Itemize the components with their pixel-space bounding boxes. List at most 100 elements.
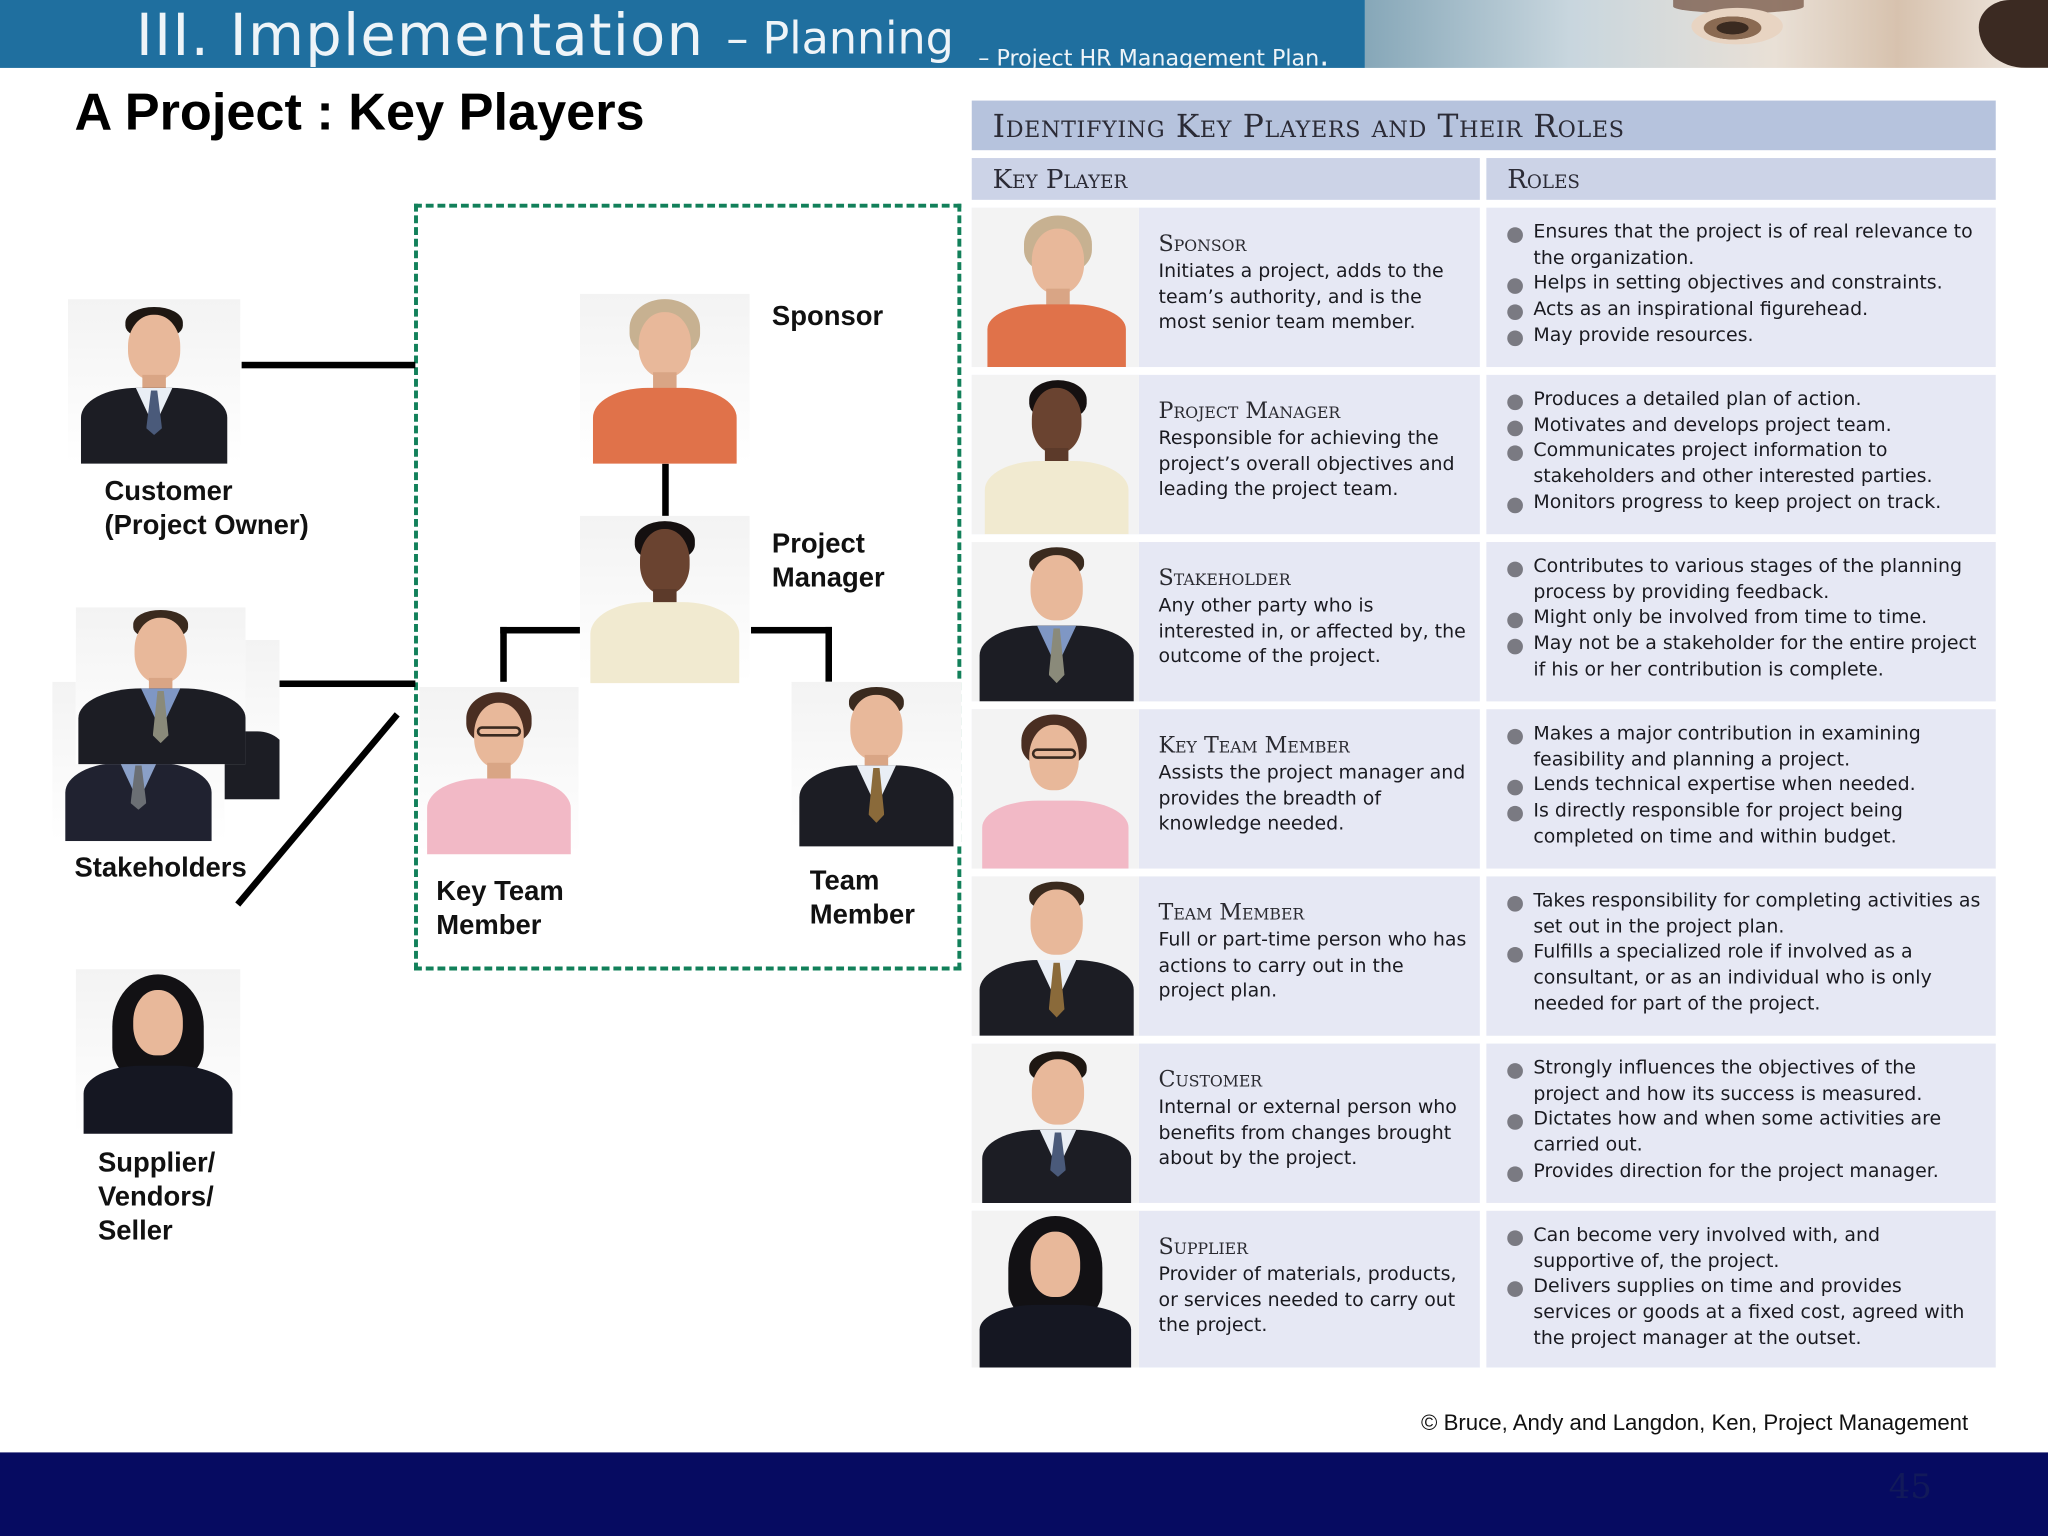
header-subtitle: – Planning — [726, 13, 954, 66]
column-header-roles: Roles — [1486, 158, 1996, 200]
team-member-photo — [791, 681, 962, 847]
sponsor-photo — [579, 293, 750, 464]
role-item: Delivers supplies on time and provides s… — [1507, 1275, 1985, 1352]
supplier-thumb — [971, 1210, 1139, 1368]
project-manager-photo — [579, 515, 750, 684]
label-project-manager: Project Manager — [772, 528, 885, 596]
player-description: Internal or external person who benefits… — [1158, 1097, 1457, 1169]
player-description: Provider of materials, products, or serv… — [1158, 1264, 1457, 1337]
stakeholder-thumb — [971, 542, 1139, 702]
table-row-roles-cell: Ensures that the project is of real rele… — [1486, 207, 1996, 368]
role-item: Contributes to various stages of the pla… — [1507, 555, 1985, 606]
player-description: Responsible for achieving the project’s … — [1158, 428, 1455, 501]
player-name: Customer — [1158, 1067, 1263, 1094]
table-row-roles-cell: Makes a major contribution in examining … — [1486, 709, 1996, 869]
role-item: Can become very involved with, and suppo… — [1507, 1224, 1985, 1275]
role-item: Is directly responsible for project bein… — [1507, 799, 1985, 850]
label-team-member: Team Member — [810, 865, 915, 933]
role-item: Produces a detailed plan of action. — [1507, 388, 1985, 414]
slide-header: III. Implementation – Planning – Project… — [0, 0, 1365, 68]
player-description: Full or part-time person who has actions… — [1158, 929, 1467, 1002]
table-row-player-cell: Supplier Provider of materials, products… — [971, 1210, 1480, 1368]
connector-customer — [241, 361, 416, 369]
table-row-player-cell: Stakeholder Any other party who is inter… — [971, 542, 1480, 702]
roles-list: Produces a detailed plan of action. Moti… — [1507, 388, 1985, 517]
label-key-team-member: Key Team Member — [436, 875, 564, 943]
role-item: Acts as an inspirational figurehead. — [1507, 298, 1985, 324]
label-sponsor: Sponsor — [771, 301, 884, 332]
table-title: Identifying Key Players and Their Roles — [971, 100, 1996, 151]
connector-sponsor-pm — [662, 463, 669, 516]
roles-list: Strongly influences the objectives of th… — [1507, 1057, 1985, 1186]
player-name: Team Member — [1158, 899, 1305, 927]
role-item: Takes responsibility for completing acti… — [1507, 889, 1985, 940]
connector-pm-ktm-h — [500, 626, 582, 634]
sponsor-thumb — [971, 207, 1139, 368]
key-team-member-photo — [419, 687, 579, 855]
role-item: Ensures that the project is of real rele… — [1507, 221, 1985, 272]
connector-pm-tm-v — [825, 626, 832, 682]
connector-stakeholders — [245, 680, 416, 688]
label-supplier-line1: Supplier/ — [97, 1148, 216, 1179]
header-subsubtitle: – Project HR Management Plan. — [978, 37, 1329, 68]
role-item: Fulfills a specialized role if involved … — [1507, 941, 1985, 1018]
label-project-manager-line2: Manager — [771, 562, 885, 593]
table-row-roles-cell: Can become very involved with, and suppo… — [1486, 1210, 1996, 1368]
table-row-roles-cell: Contributes to various stages of the pla… — [1486, 542, 1996, 702]
label-team-member-line2: Member — [809, 899, 915, 930]
table-row-player-cell: Customer Internal or external person who… — [971, 1043, 1480, 1203]
team-member-thumb — [971, 876, 1139, 1036]
label-project-manager-line1: Project — [771, 528, 865, 560]
table-row-roles-cell: Strongly influences the objectives of th… — [1486, 1043, 1996, 1203]
roles-list: Makes a major contribution in examining … — [1507, 722, 1985, 851]
header-subsubtitle-text: – Project HR Management Plan — [978, 45, 1320, 68]
roles-list: Ensures that the project is of real rele… — [1507, 221, 1985, 350]
roles-list: Can become very involved with, and suppo… — [1507, 1224, 1985, 1353]
header-title: III. Implementation — [135, 2, 705, 68]
table-row-roles-cell: Takes responsibility for completing acti… — [1486, 876, 1996, 1036]
page-number: 45 — [1888, 1468, 1932, 1508]
copyright-note: © Bruce, Andy and Langdon, Ken, Project … — [1421, 1410, 1969, 1436]
player-description: Initiates a project, adds to the team’s … — [1158, 261, 1444, 334]
role-item: Motivates and develops project team. — [1507, 414, 1985, 440]
roles-list: Takes responsibility for completing acti… — [1507, 889, 1985, 1018]
role-item: Makes a major contribution in examining … — [1507, 722, 1985, 773]
role-item: Lends technical expertise when needed. — [1507, 774, 1985, 800]
role-item: Communicates project information to stak… — [1507, 439, 1985, 490]
roles-list: Contributes to various stages of the pla… — [1507, 555, 1985, 684]
player-name: Sponsor — [1158, 231, 1247, 258]
customer-thumb — [971, 1043, 1139, 1203]
label-supplier-line2: Vendors/ — [97, 1182, 214, 1213]
connector-pm-ktm-v — [500, 626, 507, 682]
role-item: Strongly influences the objectives of th… — [1507, 1057, 1985, 1108]
connector-pm-tm-h — [751, 626, 832, 634]
label-key-team-member-line1: Key Team — [436, 876, 564, 907]
table-row-player-cell: Sponsor Initiates a project, adds to the… — [971, 207, 1480, 368]
table-row-roles-cell: Produces a detailed plan of action. Moti… — [1486, 374, 1996, 535]
label-customer-line2: (Project Owner) — [104, 510, 309, 541]
table-row-player-cell: Key Team Member Assists the project mana… — [971, 709, 1480, 869]
header-period: . — [1319, 36, 1330, 68]
label-stakeholders: Stakeholders — [74, 852, 247, 883]
player-description: Any other party who is interested in, or… — [1158, 595, 1466, 668]
role-item: May not be a stakeholder for the entire … — [1507, 632, 1985, 683]
table-row-player-cell: Project Manager Responsible for achievin… — [971, 374, 1480, 535]
header-photo — [1364, 0, 2048, 68]
player-name: Stakeholder — [1158, 565, 1291, 592]
player-name: Supplier — [1158, 1234, 1248, 1261]
label-supplier: Supplier/ Vendors/ Seller — [98, 1147, 215, 1249]
customer-photo — [67, 299, 241, 464]
player-name: Key Team Member — [1158, 732, 1350, 759]
role-item: Monitors progress to keep project on tra… — [1507, 491, 1985, 517]
key-team-member-thumb — [971, 709, 1139, 869]
column-header-key-player: Key Player — [971, 158, 1480, 200]
label-team-member-line1: Team — [809, 865, 880, 896]
project-manager-thumb — [971, 374, 1139, 535]
supplier-photo — [75, 969, 241, 1134]
project-team-boundary — [414, 203, 962, 971]
role-item: Might only be involved from time to time… — [1507, 607, 1985, 633]
role-item: Helps in setting objectives and constrai… — [1507, 272, 1985, 298]
table-row-player-cell: Team Member Full or part-time person who… — [971, 876, 1480, 1036]
role-item: Provides direction for the project manag… — [1507, 1160, 1985, 1186]
role-item: Dictates how and when some activities ar… — [1507, 1108, 1985, 1159]
